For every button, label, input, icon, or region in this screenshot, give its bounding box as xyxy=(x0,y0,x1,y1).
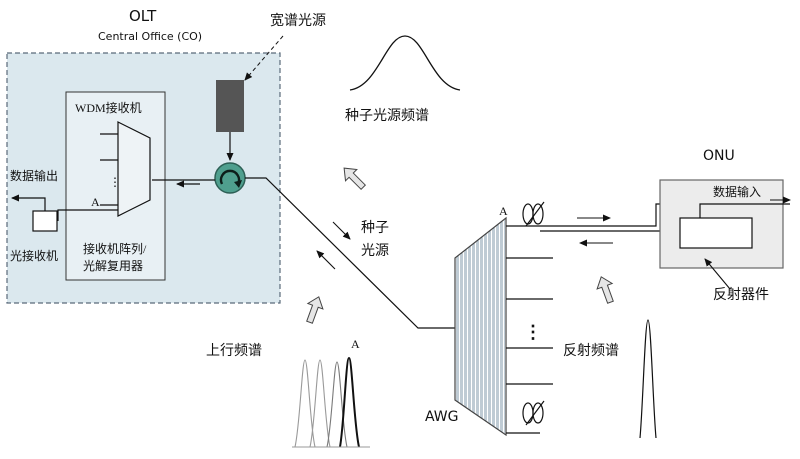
source-pointer xyxy=(244,35,284,81)
olt-subtitle: Central Office (CO) xyxy=(98,30,203,43)
reflective-device-box xyxy=(679,217,753,249)
spectrum-peak-a: A xyxy=(351,337,360,351)
seed-spectrum-curve xyxy=(349,35,461,91)
seed-label-1: 种子 xyxy=(361,221,389,236)
olt-title: OLT xyxy=(129,7,157,25)
data-output-label: 数据输出 xyxy=(10,169,59,183)
hollow-arrows xyxy=(306,167,614,324)
data-input-label: 数据输入 xyxy=(713,185,762,199)
wdm-receiver-title: WDM接收机 xyxy=(75,101,142,115)
broadband-source-label: 宽谱光源 xyxy=(270,14,326,29)
demux-trapezoid xyxy=(117,121,151,217)
optical-receiver-label: 光接收机 xyxy=(10,249,59,263)
reflective-device-label: 反射器件 xyxy=(713,288,769,303)
awg-ellipsis: ⋮ xyxy=(524,322,542,342)
onu-title: ONU xyxy=(703,148,735,164)
demux-output-lines xyxy=(100,133,118,206)
uplink-spectrum-peaks xyxy=(292,356,370,448)
feeder-fiber xyxy=(245,177,455,329)
reflected-spectrum-peak xyxy=(639,319,657,439)
broadband-source-box xyxy=(216,80,244,132)
receiver-feed-line xyxy=(57,209,118,221)
uplink-spectrum-label: 上行频谱 xyxy=(206,344,262,359)
demux-label-2: 光解复用器 xyxy=(83,259,144,273)
circulator xyxy=(214,162,246,194)
demux-label-1: 接收机阵列/ xyxy=(83,242,147,256)
data-output-line xyxy=(11,194,46,211)
seed-spectrum-label: 种子光源频谱 xyxy=(345,109,429,124)
awg-port-a: A xyxy=(499,204,508,218)
reflected-spectrum-label: 反射频谱 xyxy=(563,344,619,359)
receiver-ellipsis: ⋮ xyxy=(109,175,121,189)
awg-label: AWG xyxy=(425,409,459,425)
seed-label-2: 光源 xyxy=(361,244,389,259)
awg-block xyxy=(454,216,507,437)
optical-receiver-box xyxy=(32,210,58,232)
olt-port-a: A xyxy=(91,195,100,209)
